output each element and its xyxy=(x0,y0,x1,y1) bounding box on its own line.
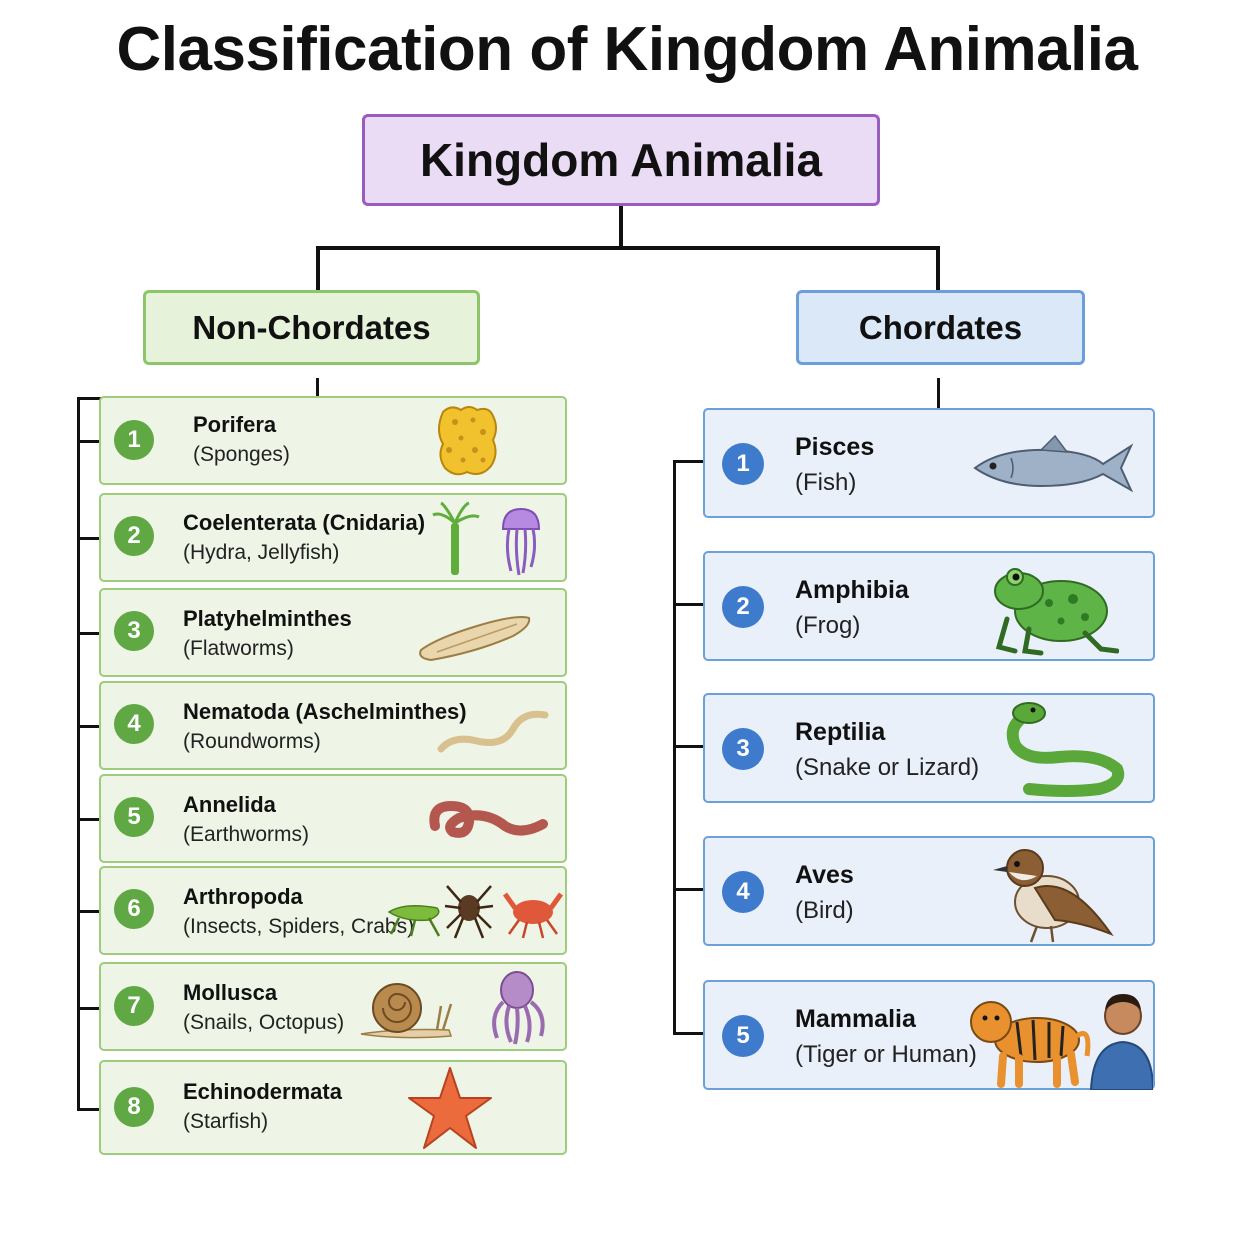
number-badge: 1 xyxy=(114,420,154,460)
nonchordate-tick-2 xyxy=(77,537,100,540)
phylum-name: Annelida xyxy=(183,792,276,817)
class-name: Mammalia xyxy=(795,1005,916,1033)
phylum-examples: (Sponges) xyxy=(193,443,290,466)
roundworm-icon xyxy=(437,710,549,753)
nonchordate-tick-5 xyxy=(77,818,100,821)
chordate-card-aves: 4 Aves (Bird) xyxy=(703,836,1155,946)
kingdom-animalia-box: Kingdom Animalia xyxy=(362,114,880,206)
flatworm-icon xyxy=(419,616,531,662)
nonchordate-stem xyxy=(316,378,319,398)
number-badge: 4 xyxy=(722,871,764,913)
chordate-tick-2 xyxy=(673,603,704,606)
phylum-name: Arthropoda xyxy=(183,884,303,909)
number-badge: 2 xyxy=(722,586,764,628)
non-chordate-card-annelida: 5 Annelida (Earthworms) xyxy=(99,774,567,863)
non-chordate-card-arthropoda: 6 Arthropoda (Insects, Spiders, Crabs) xyxy=(99,866,567,955)
number-badge: 5 xyxy=(114,797,154,837)
non-chordate-card-echinodermata: 8 Echinodermata (Starfish) xyxy=(99,1060,567,1155)
diagram-title: Classification of Kingdom Animalia xyxy=(116,15,1138,84)
starfish-icon xyxy=(408,1067,492,1149)
connector-root-down xyxy=(619,206,623,248)
earthworm-icon xyxy=(429,800,548,838)
number-badge: 2 xyxy=(114,516,154,556)
chordate-spine xyxy=(673,461,676,1035)
nonchordate-tick-7 xyxy=(77,1007,100,1010)
phylum-name: Echinodermata xyxy=(183,1079,342,1104)
frog-icon xyxy=(994,568,1119,656)
hydra-jellyfish-icon xyxy=(432,501,541,576)
class-name: Reptilia xyxy=(795,718,886,746)
phylum-name: Mollusca xyxy=(183,980,278,1005)
chordate-tick-3 xyxy=(673,745,704,748)
phylum-examples: (Hydra, Jellyfish) xyxy=(183,541,340,564)
non-chordate-card-nematoda: 4 Nematoda (Aschelminthes) (Roundworms) xyxy=(99,681,567,770)
non-chordate-card-platyhelminthes: 3 Platyhelminthes (Flatworms) xyxy=(99,588,567,677)
fish-icon xyxy=(973,434,1134,493)
phylum-name: Platyhelminthes xyxy=(183,606,352,631)
chordate-tick-4 xyxy=(673,888,704,891)
chordate-card-amphibia: 2 Amphibia (Frog) xyxy=(703,551,1155,661)
number-badge: 4 xyxy=(114,704,154,744)
connector-to-chordates xyxy=(936,246,940,290)
nonchordate-tick-3 xyxy=(77,632,100,635)
nonchordate-spine xyxy=(77,397,80,1111)
number-badge: 7 xyxy=(114,986,154,1026)
nonchordate-tick-8 xyxy=(77,1108,100,1111)
number-badge: 3 xyxy=(114,611,154,651)
phylum-examples: (Insects, Spiders, Crabs) xyxy=(183,915,415,938)
insect-spider-crab-icon xyxy=(387,885,563,939)
class-examples: (Fish) xyxy=(795,469,857,496)
number-badge: 6 xyxy=(114,889,154,929)
chordate-tick-5 xyxy=(673,1032,704,1035)
non-chordates-box: Non-Chordates xyxy=(143,290,480,365)
snake-icon xyxy=(1006,702,1125,797)
nonchordate-tick-4 xyxy=(77,725,100,728)
phylum-examples: (Snails, Octopus) xyxy=(183,1011,345,1034)
snail-octopus-icon xyxy=(360,971,545,1045)
phylum-examples: (Starfish) xyxy=(183,1110,269,1133)
number-badge: 5 xyxy=(722,1015,764,1057)
sponge-icon xyxy=(438,406,497,476)
phylum-name: Coelenterata (Cnidaria) xyxy=(183,510,426,535)
chordates-box: Chordates xyxy=(796,290,1085,365)
chordates-label: Chordates xyxy=(858,308,1023,346)
class-name: Aves xyxy=(795,861,854,889)
number-badge: 1 xyxy=(722,443,764,485)
phylum-examples: (Flatworms) xyxy=(183,637,294,660)
chordate-card-mammalia: 5 Mammalia (Tiger or Human) xyxy=(703,980,1155,1090)
chordate-card-pisces: 1 Pisces (Fish) xyxy=(703,408,1155,518)
class-name: Pisces xyxy=(795,433,875,461)
nonchordate-tick-6 xyxy=(77,910,100,913)
kingdom-animalia-label: Kingdom Animalia xyxy=(419,134,823,186)
non-chordate-card-coelenterata: 2 Coelenterata (Cnidaria) (Hydra, Jellyf… xyxy=(99,493,567,582)
non-chordate-card-porifera: 1 Porifera (Sponges) xyxy=(99,396,567,485)
class-examples: (Frog) xyxy=(795,612,861,639)
class-examples: (Bird) xyxy=(795,897,854,924)
phylum-name: Nematoda (Aschelminthes) xyxy=(183,699,467,724)
nonchordate-tick-1 xyxy=(77,440,100,443)
non-chordates-label: Non-Chordates xyxy=(192,308,431,346)
connector-to-nonchordates xyxy=(316,246,320,290)
class-examples: (Snake or Lizard) xyxy=(795,754,980,781)
phylum-name: Porifera xyxy=(193,412,277,437)
chordate-tick-1 xyxy=(673,460,704,463)
non-chordate-card-mollusca: 7 Mollusca (Snails, Octopus) xyxy=(99,962,567,1051)
number-badge: 8 xyxy=(114,1087,154,1127)
number-badge: 3 xyxy=(722,728,764,770)
class-examples: (Tiger or Human) xyxy=(795,1041,977,1068)
connector-horizontal xyxy=(316,246,940,250)
tiger-human-icon xyxy=(970,994,1153,1090)
chordate-stem xyxy=(937,378,940,409)
bird-icon xyxy=(993,849,1114,943)
chordate-card-reptilia: 3 Reptilia (Snake or Lizard) xyxy=(703,693,1155,803)
phylum-examples: (Roundworms) xyxy=(183,730,321,753)
class-name: Amphibia xyxy=(795,576,909,604)
phylum-examples: (Earthworms) xyxy=(183,823,310,846)
